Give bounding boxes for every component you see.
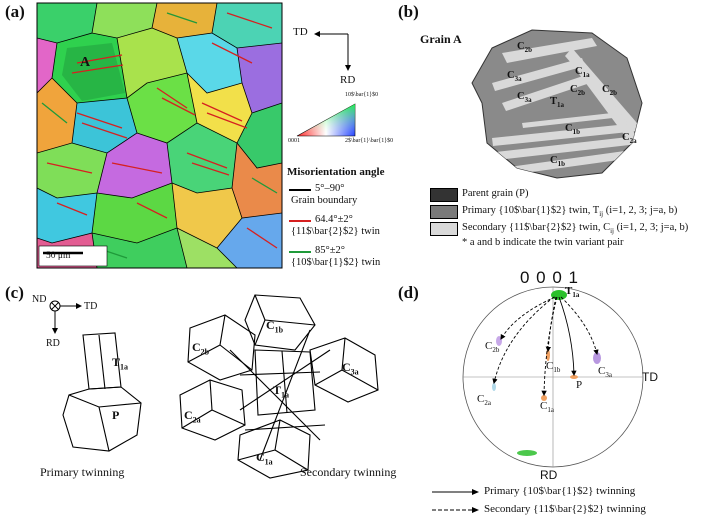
legend-secondary-twin: Secondary {11$\bar{2}$2} twin, Cij (i=1,… [430,220,688,237]
legend-angle: 64.4°±2° [315,214,353,225]
ipf-color-key [296,103,356,137]
legend-item-grain-boundary: 5°–90° Grain boundary [287,183,397,214]
region-label: C1b [565,123,580,137]
legend-swatch-light [430,222,458,236]
primary-twinning-drawing [62,332,142,452]
region-label: C3a [517,91,532,105]
axis-triad-icon [49,300,82,334]
legend-parent-grain: Parent grain (P) [430,186,680,203]
pole-label: C2b [485,340,500,355]
legend-note: * a and b indicate the twin variant pair [462,237,624,248]
primary-label-p: P [112,408,120,422]
pole-label: C1b [546,360,561,375]
panel-d-label: (d) [398,283,419,302]
legend-primary-twinning: Primary {10$\bar{1}$2} twinning [430,484,680,502]
axis-nd-label: ND [32,294,47,305]
legend-secondary-twinning: Secondary {11$\bar{2}$2} twinning [430,502,680,520]
panel-a-label: (a) [5,2,25,21]
legend-text: Primary {10$\bar{1}$2} twin, Tij (i=1, 2… [462,205,678,219]
twin-type-legend: Parent grain (P) Primary {10$\bar{1}$2} … [430,186,688,251]
legend-swatch-black [289,189,311,191]
scale-bar-label: 50 μm [46,251,71,261]
region-label: C2b [602,84,617,98]
legend-angle: 85°±2° [315,245,345,256]
legend-desc: {10$\bar{1}$2} twin [291,257,381,268]
pole-rd-label: RD [540,468,558,482]
ipf-left-label: 0001 [288,138,300,144]
dashed-arrow-icon [432,507,479,513]
region-label: C2b [517,41,532,55]
pole-label: T1a [565,285,580,300]
region-label: C1a [575,66,590,80]
panel-c-label: (c) [5,283,24,302]
caption-secondary: Secondary twinning [300,465,397,479]
panel-b-label: (b) [398,2,419,21]
axis-rd-label: RD [46,338,60,349]
ebsd-map [36,2,283,269]
grain-a-title: Grain A [420,32,462,46]
ipf-top-label: 10$\bar{1}$0 [345,92,379,98]
secondary-label: C1b [266,318,284,335]
legend-swatch-green [289,251,311,253]
misorientation-title: Misorientation angle [287,166,385,178]
twinning-arrow-legend: Primary {10$\bar{1}$2} twinning Secondar… [430,484,680,520]
pole-figure-title: 0 0 0 1 [520,268,579,287]
axis-rd-label: RD [340,74,356,86]
grain-a-schematic [471,29,643,179]
secondary-labels: C1b C2b C3a T1a C2a C1a [170,290,400,480]
pole-label: P [576,379,583,391]
ipf-right-label: 2$\bar{1}\bar{1}$0 [345,138,394,144]
legend-primary-twin: Primary {10$\bar{1}$2} twin, Tij (i=1, 2… [430,203,680,220]
secondary-label: C2b [192,340,210,357]
secondary-label: C3a [342,360,359,377]
pole-td-label: TD [642,370,658,384]
pole-point-labels: T1a C2b C1b P C3a C2a C1a [455,285,655,470]
secondary-twinning-drawing [179,294,379,479]
misorientation-legend: 5°–90° Grain boundary 64.4°±2° {11$\bar{… [287,183,397,276]
grain-a-region-labels: C2b C3a C3a C1a C2b C2b T1a C1b C2a C1b [462,28,662,183]
legend-text: Secondary {11$\bar{2}$2} twin, Cij (i=1,… [462,222,689,236]
secondary-label: C1a [256,450,273,467]
secondary-label: T1a [273,383,290,400]
region-label: C2a [622,132,637,146]
legend-text: Secondary {11$\bar{2}$2} twinning [484,503,646,515]
legend-item-1012-twin: 85°±2° {10$\bar{1}$2} twin [287,245,397,276]
region-label: T1a [550,96,565,110]
legend-item-1122-twin: 64.4°±2° {11$\bar{2}$2} twin [287,214,397,245]
legend-text: Parent grain (P) [462,188,529,199]
grain-a-label: A [80,55,91,70]
axis-td-label: TD [293,26,308,38]
solid-arrow-icon [432,489,479,495]
pole-figure [462,286,644,468]
legend-swatch-dark [430,188,458,202]
caption-primary: Primary twinning [40,465,125,479]
pole-label: C1a [540,400,554,415]
secondary-label: C2a [184,408,201,425]
legend-desc: Grain boundary [291,195,358,206]
axis-td-label: TD [84,301,98,312]
legend-text: Primary {10$\bar{1}$2} twinning [484,485,636,497]
legend-angle: 5°–90° [315,183,345,194]
legend-desc: {11$\bar{2}$2} twin [291,226,380,237]
region-label: C2b [570,84,585,98]
axis-arrows-icon [314,31,351,71]
pole-label: C3a [598,365,612,380]
pole-label: C2a [477,393,491,408]
primary-label-t1a: T1a [112,355,129,372]
region-label: C3a [507,70,522,84]
legend-swatch-mid [430,205,458,219]
region-label: C1b [550,155,565,169]
legend-swatch-red [289,220,311,222]
